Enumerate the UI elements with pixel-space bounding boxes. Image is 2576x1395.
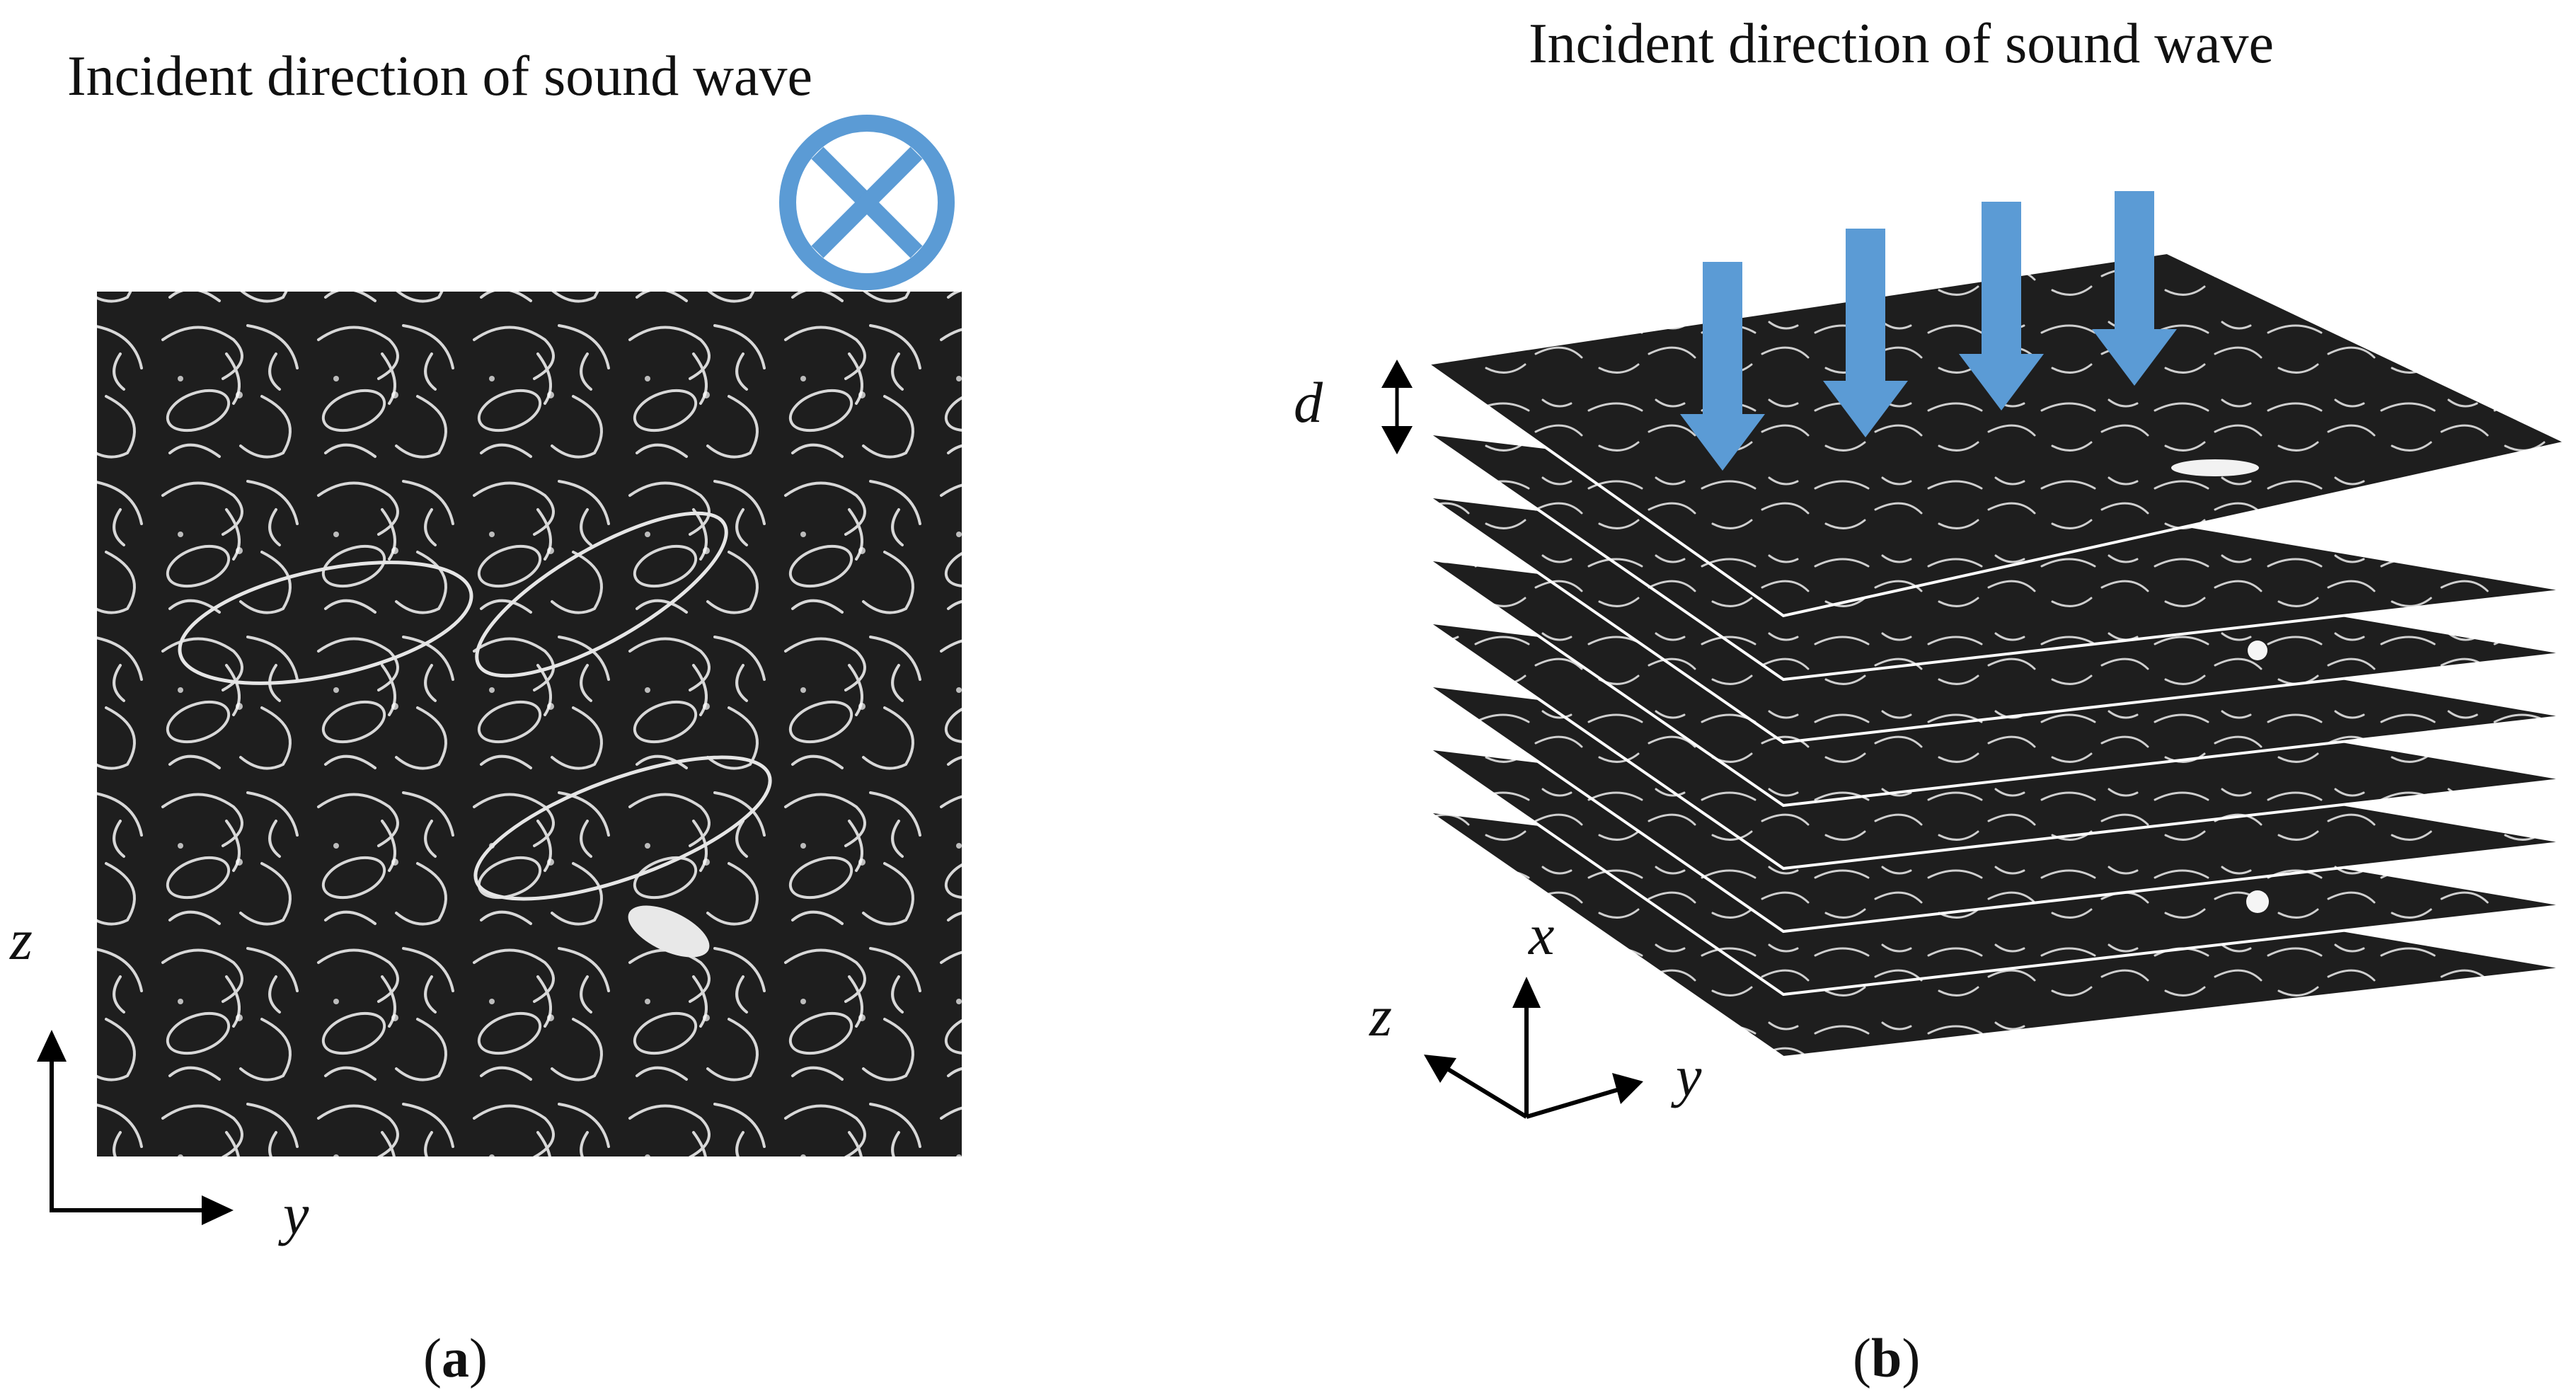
panel-a-axis-z-label: z: [10, 907, 33, 972]
panel-b-axes: [1424, 977, 1643, 1119]
panel-a-axis-y-label: y: [283, 1182, 309, 1246]
panel-b-caption-letter: b: [1870, 1327, 1902, 1389]
panel-b-axis-y-label: y: [1676, 1044, 1702, 1108]
panel-b-axis-x-label: x: [1529, 902, 1555, 967]
incident-arrow-3: [1959, 202, 2044, 411]
panel-b-spacing-d-label: d: [1294, 370, 1323, 435]
panel-b-caption: (b): [1853, 1327, 1921, 1389]
incident-arrow-1: [1680, 262, 1765, 471]
incident-arrow-4: [2092, 191, 2177, 386]
circle-cross-icon: [779, 115, 955, 290]
panel-a-title: Incident direction of sound wave: [67, 45, 813, 108]
incident-arrows: [1680, 191, 2177, 471]
panel-b-axis-z-label: z: [1369, 984, 1392, 1048]
panel-b-title: Incident direction of sound wave: [1529, 13, 2275, 75]
panel-b-slice-stack: [1423, 251, 2571, 1060]
panel-a-caption: (a): [423, 1327, 488, 1389]
incident-arrow-2: [1823, 229, 1908, 437]
panel-a-ct-slice: [97, 292, 962, 1156]
panel-a-axes: [37, 1030, 234, 1225]
spacing-double-arrow: [1381, 360, 1413, 454]
panel-a-caption-letter: a: [441, 1327, 469, 1389]
